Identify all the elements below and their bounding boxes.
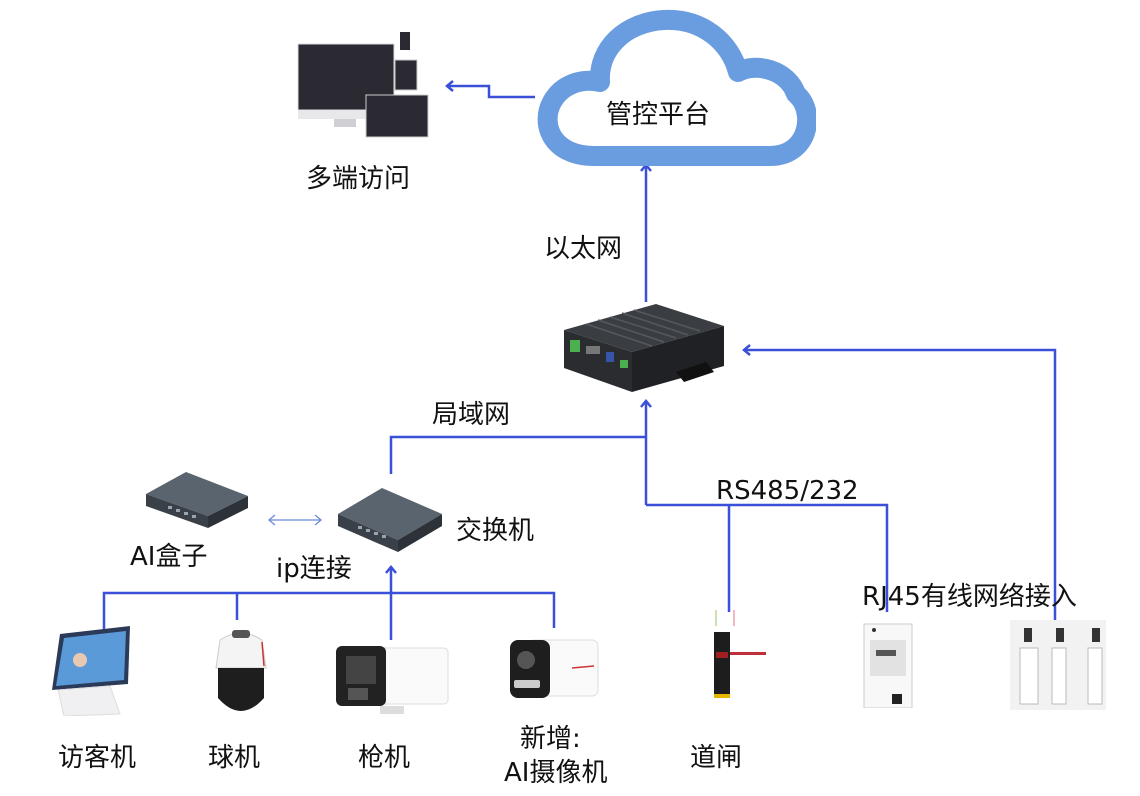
ai-box-icon <box>146 472 248 528</box>
ip-connection-label: ip连接 <box>276 554 352 584</box>
barrier-gate[interactable] <box>712 610 772 700</box>
line-cloud-to-access <box>445 80 535 99</box>
line-lan <box>389 435 646 474</box>
cloud-icon <box>537 9 818 166</box>
visitor-terminal[interactable] <box>50 624 134 717</box>
dome-camera-icon <box>215 630 267 711</box>
dome-camera[interactable] <box>210 628 272 720</box>
rs485-label: RS485/232 <box>716 476 859 506</box>
rj45-label: RJ45有线网络接入 <box>862 582 1077 612</box>
devices-icon <box>297 32 429 138</box>
access-controller-icon <box>863 623 913 709</box>
ai-camera-icon <box>510 639 599 698</box>
management-platform-cloud[interactable]: 管控平台 <box>534 6 818 166</box>
line-rs485 <box>646 503 889 612</box>
bullet-camera[interactable] <box>334 644 450 714</box>
bullet-camera-label: 枪机 <box>358 743 411 773</box>
turnstile-gates[interactable] <box>1010 620 1106 710</box>
multi-access-devices <box>296 32 436 142</box>
edge-computer-icon <box>564 304 724 392</box>
line-camera-bus <box>102 591 556 632</box>
turnstile-gate-icon <box>1010 620 1106 710</box>
line-rj45 <box>742 344 1057 620</box>
barrier-gate-label: 道闸 <box>690 743 743 773</box>
visitor-terminal-icon <box>52 626 130 717</box>
switch-label: 交换机 <box>456 516 535 546</box>
barrier-gate-icon <box>714 610 766 698</box>
ai-camera[interactable] <box>508 636 600 702</box>
multi-access-label: 多端访问 <box>306 164 411 194</box>
lan-label: 局域网 <box>432 400 511 430</box>
visitor-terminal-label: 访客机 <box>58 743 137 773</box>
edge-gateway[interactable] <box>556 300 736 400</box>
ai-box-label: AI盒子 <box>130 542 208 572</box>
bullet-camera-icon <box>336 646 449 714</box>
cloud-label: 管控平台 <box>606 100 711 130</box>
ai-camera-label-line1: 新增: <box>520 724 581 754</box>
network-switch[interactable] <box>336 484 444 556</box>
network-switch-icon <box>338 488 442 552</box>
access-controller[interactable] <box>862 612 914 709</box>
dome-camera-label: 球机 <box>208 743 261 773</box>
ai-camera-label-line2: AI摄像机 <box>504 758 608 788</box>
ai-box[interactable] <box>144 468 252 532</box>
ethernet-label: 以太网 <box>544 234 623 264</box>
